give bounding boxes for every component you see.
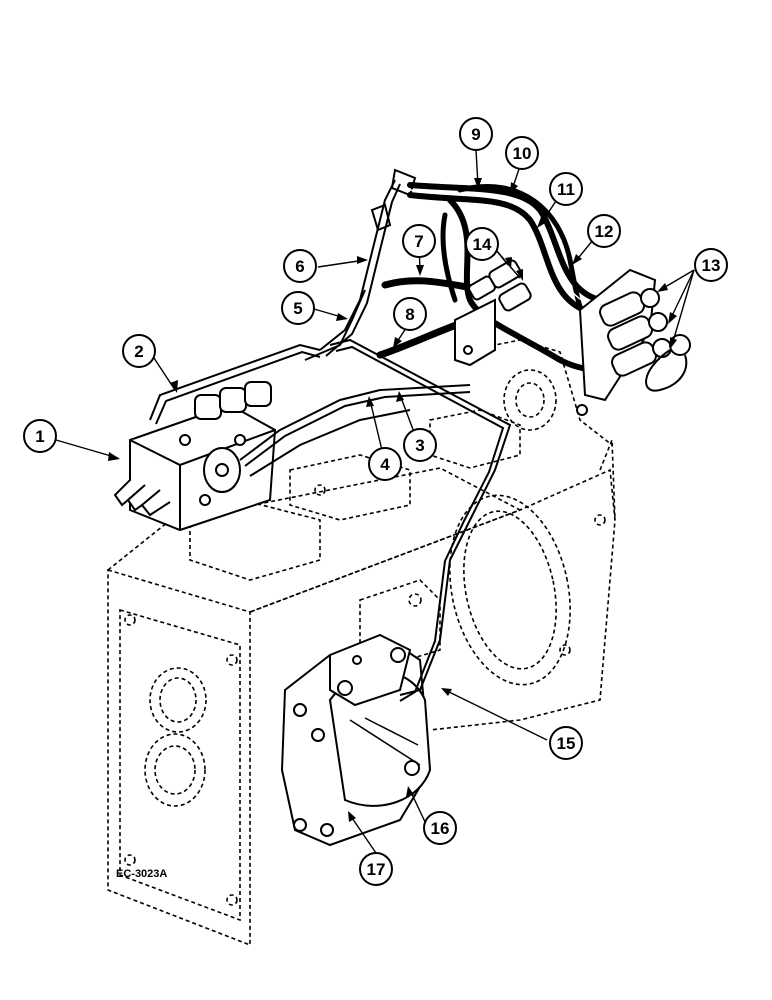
callout-6-label: 6: [295, 257, 304, 276]
callout-7-label: 7: [414, 232, 423, 251]
callout-10-label: 10: [513, 144, 532, 163]
callout-8: 8: [393, 297, 427, 331]
callout-12-label: 12: [595, 222, 614, 241]
rigid-tube-lines: [149, 168, 512, 702]
callout-14: 14: [465, 227, 499, 261]
callout-15: 15: [549, 726, 583, 760]
callout-1-label: 1: [35, 427, 44, 446]
callout-17-label: 17: [367, 860, 386, 879]
callout-7: 7: [402, 224, 436, 258]
callout-14-label: 14: [473, 235, 492, 254]
callout-4: 4: [368, 447, 402, 481]
quick-couplers: [454, 259, 691, 416]
callout-4-label: 4: [380, 455, 390, 474]
callout-5: 5: [281, 291, 315, 325]
callout-3: 3: [403, 428, 437, 462]
figure-code: EC-3023A: [116, 868, 167, 880]
callout-9: 9: [459, 117, 493, 151]
callout-16-label: 16: [431, 819, 450, 838]
callout-11: 11: [549, 172, 583, 206]
callout-16: 16: [423, 811, 457, 845]
callout-6: 6: [283, 249, 317, 283]
callout-8-label: 8: [405, 305, 414, 324]
control-valve-bank: [113, 381, 277, 532]
callout-15-label: 15: [557, 734, 576, 753]
callout-10: 10: [505, 136, 539, 170]
callout-17: 17: [359, 852, 393, 886]
callout-5-label: 5: [293, 299, 302, 318]
leader-arrowheads: [108, 178, 677, 822]
callout-13: 13: [694, 248, 728, 282]
callout-13-label: 13: [702, 256, 721, 275]
hydraulic-pump: [280, 633, 432, 847]
callout-2: 2: [122, 334, 156, 368]
callout-3-label: 3: [415, 436, 424, 455]
callout-12: 12: [587, 214, 621, 248]
callout-1: 1: [23, 419, 57, 453]
callout-11-label: 11: [557, 180, 575, 199]
callout-2-label: 2: [134, 342, 143, 361]
callout-9-label: 9: [471, 125, 480, 144]
